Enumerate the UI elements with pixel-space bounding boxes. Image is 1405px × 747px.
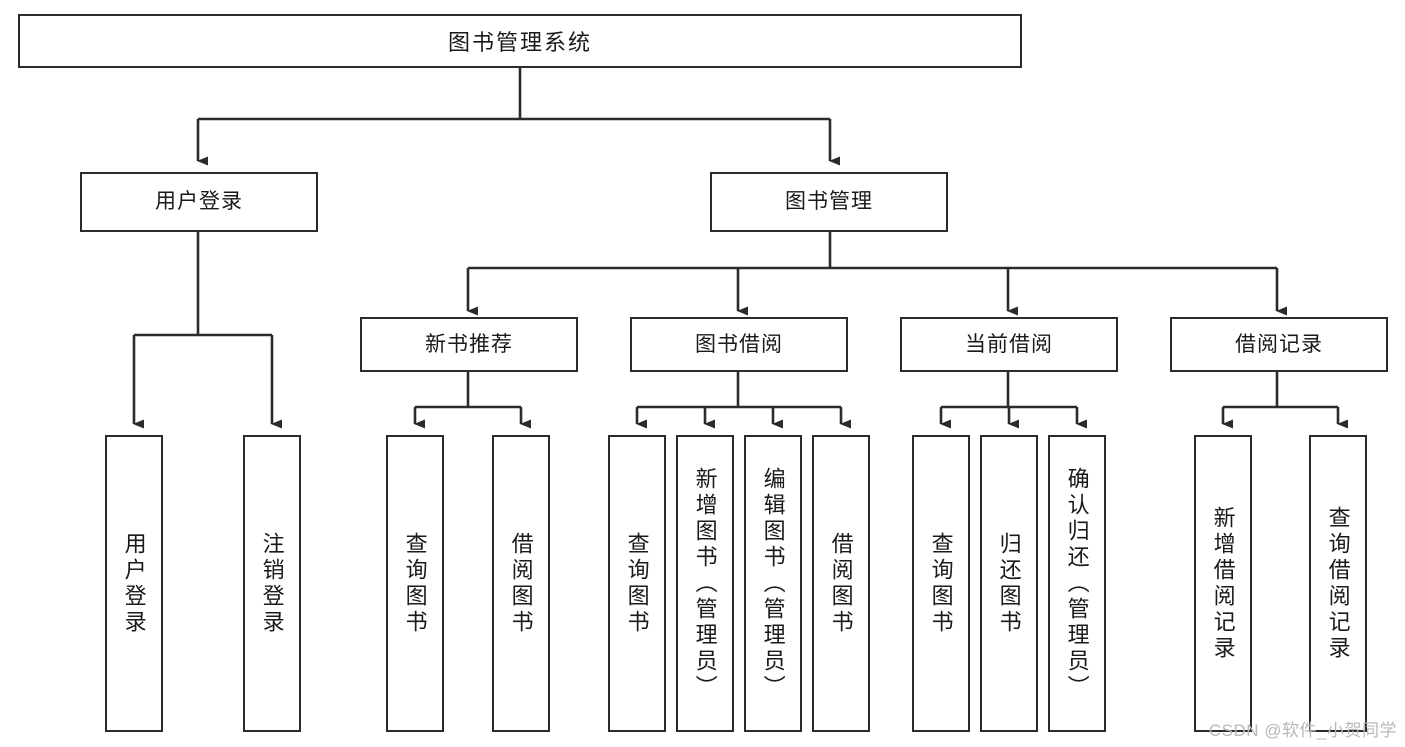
node-label: 查询借阅记录 xyxy=(1325,505,1351,662)
node-label: 新书推荐 xyxy=(425,332,513,356)
node-leaf-query-book-3[interactable]: 查询图书 xyxy=(912,435,970,732)
node-user-login[interactable]: 用户登录 xyxy=(80,172,318,232)
node-leaf-confirm-return[interactable]: 确认归还（管理员） xyxy=(1048,435,1106,732)
node-book-manage[interactable]: 图书管理 xyxy=(710,172,948,232)
node-leaf-query-book-1[interactable]: 查询图书 xyxy=(386,435,444,732)
node-current-borrow[interactable]: 当前借阅 xyxy=(900,317,1118,372)
node-leaf-borrow-book-1[interactable]: 借阅图书 xyxy=(492,435,550,732)
node-label: 确认归还（管理员） xyxy=(1064,466,1090,701)
node-root-book-management-system[interactable]: 图书管理系统 xyxy=(18,14,1022,68)
node-label: 图书管理 xyxy=(785,190,873,214)
node-label: 查询图书 xyxy=(928,531,954,636)
node-label: 归还图书 xyxy=(996,531,1022,636)
node-leaf-add-record[interactable]: 新增借阅记录 xyxy=(1194,435,1252,732)
node-label: 借阅图书 xyxy=(508,531,534,636)
node-leaf-logout-login[interactable]: 注销登录 xyxy=(243,435,301,732)
node-leaf-add-book[interactable]: 新增图书（管理员） xyxy=(676,435,734,732)
node-label: 查询图书 xyxy=(624,531,650,636)
node-leaf-query-book-2[interactable]: 查询图书 xyxy=(608,435,666,732)
csdn-watermark: CSDN @软件_小贺同学 xyxy=(1208,721,1397,740)
node-label: 用户登录 xyxy=(155,190,243,214)
node-label: 新增借阅记录 xyxy=(1210,505,1236,662)
node-label: 用户登录 xyxy=(121,531,147,636)
node-leaf-query-record[interactable]: 查询借阅记录 xyxy=(1309,435,1367,732)
node-new-book-recommend[interactable]: 新书推荐 xyxy=(360,317,578,372)
node-label: 图书借阅 xyxy=(695,332,783,356)
node-label: 注销登录 xyxy=(259,531,285,636)
node-book-borrow[interactable]: 图书借阅 xyxy=(630,317,848,372)
node-label: 新增图书（管理员） xyxy=(692,466,718,701)
node-leaf-borrow-book-2[interactable]: 借阅图书 xyxy=(812,435,870,732)
node-leaf-edit-book[interactable]: 编辑图书（管理员） xyxy=(744,435,802,732)
node-label: 图书管理系统 xyxy=(447,30,592,55)
node-leaf-return-book[interactable]: 归还图书 xyxy=(980,435,1038,732)
node-leaf-user-login[interactable]: 用户登录 xyxy=(105,435,163,732)
node-label: 借阅记录 xyxy=(1235,332,1323,356)
node-label: 当前借阅 xyxy=(965,332,1053,356)
node-label: 编辑图书（管理员） xyxy=(760,466,786,701)
node-label: 查询图书 xyxy=(402,531,428,636)
node-borrow-record[interactable]: 借阅记录 xyxy=(1170,317,1388,372)
node-label: 借阅图书 xyxy=(828,531,854,636)
